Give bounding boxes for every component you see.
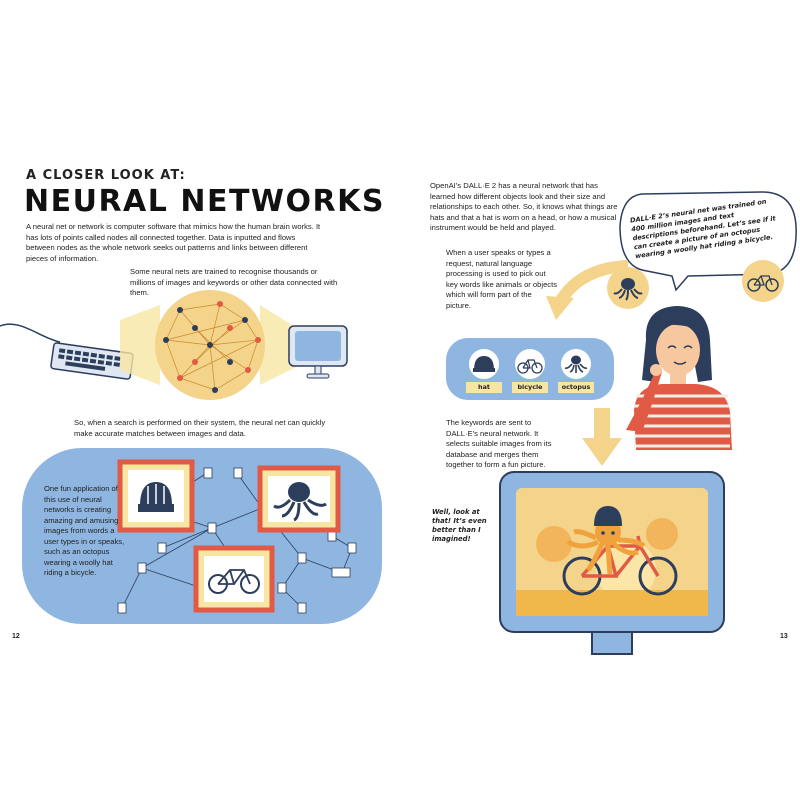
page-number-left: 12: [12, 633, 20, 640]
keyword-hat: hat: [466, 382, 502, 393]
keyword-octopus: octopus: [558, 382, 594, 393]
intro-paragraph: A neural net or network is computer soft…: [26, 222, 321, 263]
monitor-illustration: [288, 325, 348, 379]
page-number-right: 13: [780, 633, 788, 640]
page-title: NEURAL NETWORKS: [24, 184, 385, 219]
keyword-bicycle: bicycle: [512, 382, 548, 393]
neural-network-illustration: [120, 290, 300, 400]
keyboard-illustration: [0, 323, 134, 380]
training-paragraph: Some neural nets are trained to recognis…: [130, 267, 338, 297]
search-paragraph: So, when a search is performed on their …: [74, 418, 326, 438]
request-paragraph: When a user speaks or types a request, n…: [446, 248, 557, 310]
dalle-paragraph: OpenAI’s DALL·E 2 has a neural network t…: [430, 181, 618, 232]
keywords-sent-paragraph: The keywords are sent to DALL·E’s neural…: [446, 418, 552, 469]
result-monitor: [499, 471, 725, 655]
octopus-thumbnail: [607, 267, 649, 309]
image-network-panel: [22, 448, 382, 624]
girl-illustration: [626, 306, 732, 450]
bicycle-thumbnail: [742, 260, 784, 302]
fun-application-paragraph: One fun application of this use of neura…: [44, 484, 125, 577]
kicker-heading: A CLOSER LOOK AT:: [26, 168, 186, 183]
exclamation-text: Well, look at that! It’s even better tha…: [432, 508, 487, 543]
curved-arrow: [546, 260, 629, 320]
down-arrow: [582, 408, 622, 466]
